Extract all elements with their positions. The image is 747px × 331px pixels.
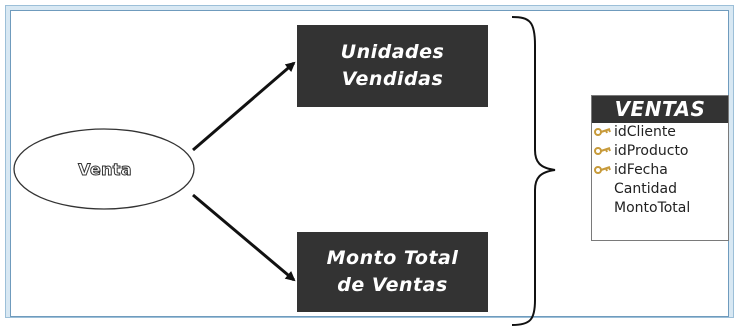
field-name: Cantidad [614,181,677,197]
arrow-to-unidades [192,61,296,152]
key-icon [594,147,611,155]
field-name: idCliente [614,124,676,140]
key-icon [594,128,611,136]
measure-line-2: Vendidas [341,68,444,90]
field-name: idFecha [614,162,668,178]
field-name: idProducto [614,143,689,159]
table-field-idproducto: idProducto [592,142,728,161]
ventas-table: VENTAS idCliente idProducto idFecha Cant… [591,95,729,241]
measure-line-1: Unidades [340,41,445,63]
measure-line-2: de Ventas [337,274,448,296]
venta-label: Venta [78,160,132,180]
measure-line-1: Monto Total [326,247,459,269]
key-icon [594,166,611,174]
table-field-montototal: MontoTotal [592,199,728,218]
grouping-brace [511,16,556,326]
measure-box-unidades-vendidas: Unidades Vendidas [297,25,488,107]
table-field-cantidad: Cantidad [592,180,728,199]
venta-ellipse [13,128,195,210]
table-title: VENTAS [592,96,728,123]
arrow-to-monto [192,193,296,282]
table-field-idcliente: idCliente [592,123,728,142]
field-name: MontoTotal [614,200,691,216]
measure-box-monto-total: Monto Total de Ventas [297,232,488,312]
table-field-idfecha: idFecha [592,161,728,180]
